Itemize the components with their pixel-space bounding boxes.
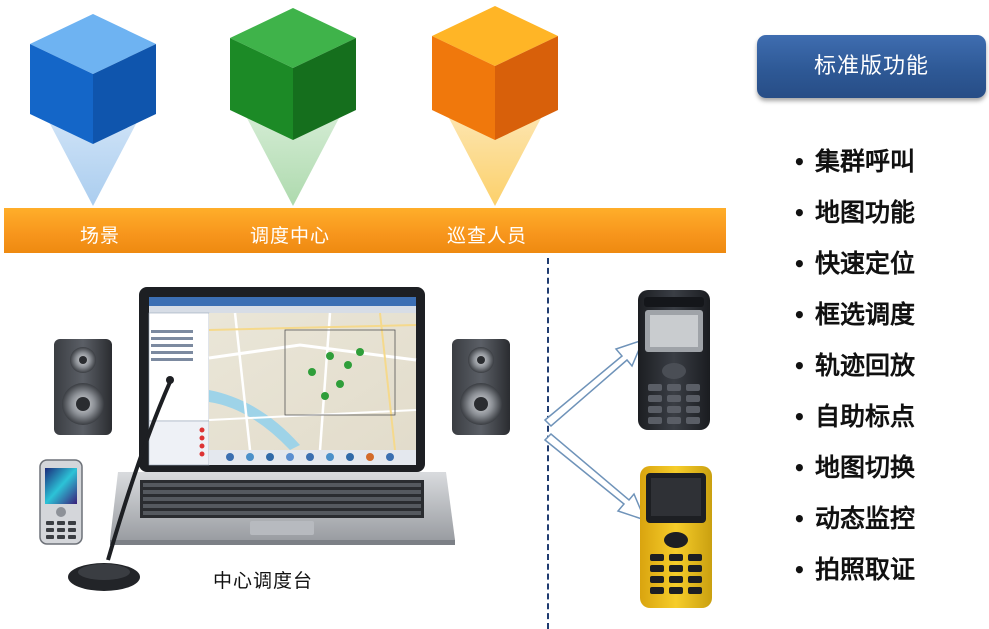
feature-item: •拍照取证 <box>793 555 916 584</box>
microphone-icon <box>68 376 174 591</box>
standard-features-button[interactable]: 标准版功能 <box>757 35 986 98</box>
left-speaker-icon <box>54 339 112 435</box>
feature-item: •框选调度 <box>793 300 916 329</box>
feature-item: •地图功能 <box>793 198 916 227</box>
blue-cube-icon <box>18 6 168 206</box>
dashed-separator <box>547 258 549 629</box>
feature-item: •动态监控 <box>793 504 916 533</box>
feature-list: •集群呼叫 •地图功能 •快速定位 •框选调度 •轨迹回放 •自助标点 •地图切… <box>793 144 915 603</box>
feature-item: •自助标点 <box>793 402 916 431</box>
yellow-handset-icon <box>640 466 712 608</box>
center-console-caption: 中心调度台 <box>213 570 314 592</box>
feature-item: •快速定位 <box>793 249 916 278</box>
feature-item: •地图切换 <box>793 453 916 482</box>
feature-item: •轨迹回放 <box>793 351 916 380</box>
label-dispatch-center: 调度中心 <box>250 225 331 247</box>
right-speaker-icon <box>452 339 510 435</box>
mobile-phone-icon <box>39 459 83 545</box>
green-cube-icon <box>218 6 368 206</box>
arrow-down-icon <box>543 432 647 522</box>
category-bar <box>4 208 726 253</box>
orange-cube-icon <box>420 6 570 206</box>
feature-item: •集群呼叫 <box>793 147 916 176</box>
black-handset-icon <box>638 290 710 430</box>
label-inspector: 巡查人员 <box>447 225 528 247</box>
laptop-icon <box>110 287 455 545</box>
label-scene: 场景 <box>80 225 121 247</box>
arrow-up-icon <box>543 338 645 428</box>
